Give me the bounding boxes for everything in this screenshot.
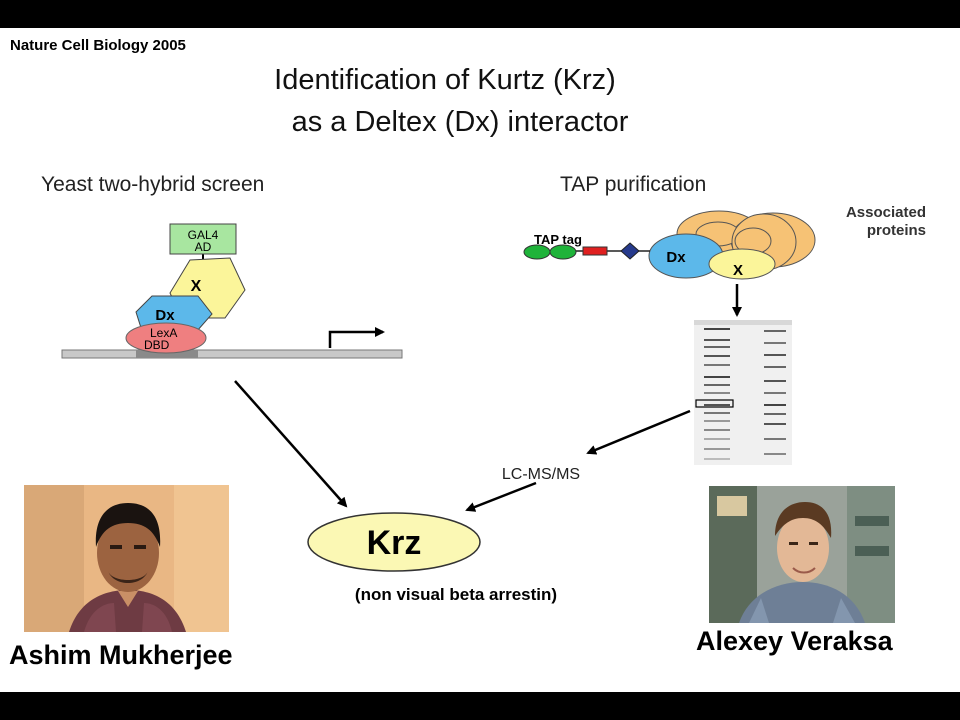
tap-tag-label: TAP tag: [534, 232, 582, 247]
alexey-veraksa-photo: [709, 486, 895, 623]
tap-tag-diamond: [620, 242, 640, 260]
transcription-start-arrow: [328, 327, 385, 348]
protein-gel: [694, 320, 792, 465]
lcms-to-krz-arrow: [465, 481, 537, 512]
alexey-veraksa-name: Alexey Veraksa: [696, 626, 893, 656]
yeast-two-hybrid-heading: Yeast two-hybrid screen: [41, 173, 265, 196]
bait-dx-label: Dx: [155, 307, 175, 324]
excised-band-box: [695, 399, 734, 408]
lexa-dbd-shape: [125, 322, 207, 354]
tap-purification-heading: TAP purification: [560, 173, 707, 196]
ad-label: AD: [195, 240, 212, 254]
dbd-label: DBD: [144, 338, 170, 352]
ashim-mukherjee-name: Ashim Mukherjee: [9, 640, 233, 670]
diagram-canvas: GAL4 AD X Dx LexA DBD Dx X TAP tag Assoc…: [61, 204, 926, 604]
lcms-label: LC-MS/MS: [502, 466, 580, 483]
lexa-label: LexA: [150, 326, 177, 340]
slide-title-line2: as a Deltex (Dx) interactor: [291, 106, 629, 138]
associated-proteins-label-1: Associated: [846, 204, 926, 221]
tap-x-shape: [708, 248, 776, 280]
tap-dx-shape: [648, 233, 724, 279]
gal4-label: GAL4: [188, 228, 219, 242]
gal4-ad-box: [169, 223, 237, 255]
krz-subtitle: (non visual beta arrestin): [355, 585, 557, 604]
tap-tag-bead-1: [523, 244, 551, 260]
tap-x-label: X: [733, 262, 743, 279]
dna-strand: [61, 349, 403, 359]
gel-to-lcms-arrow: [586, 409, 691, 455]
citation: Nature Cell Biology 2005: [10, 37, 186, 54]
associated-proteins-label-2: proteins: [867, 222, 926, 239]
krz-label: Krz: [367, 524, 422, 562]
tap-dx-label: Dx: [666, 249, 686, 266]
gel-lane-2: [764, 330, 786, 455]
slide: Nature Cell Biology 2005 Identification …: [0, 28, 960, 692]
ashim-mukherjee-photo: [24, 485, 229, 632]
krz-ellipse: [307, 512, 481, 572]
gel-lane-1: [704, 328, 730, 460]
tap-tag-cleavage-site: [582, 246, 608, 256]
y2h-to-krz-arrow: [234, 380, 348, 508]
tap-tag-bead-2: [549, 244, 577, 260]
slide-title-line1: Identification of Kurtz (Krz): [274, 64, 616, 96]
prey-x-label: X: [191, 278, 202, 295]
